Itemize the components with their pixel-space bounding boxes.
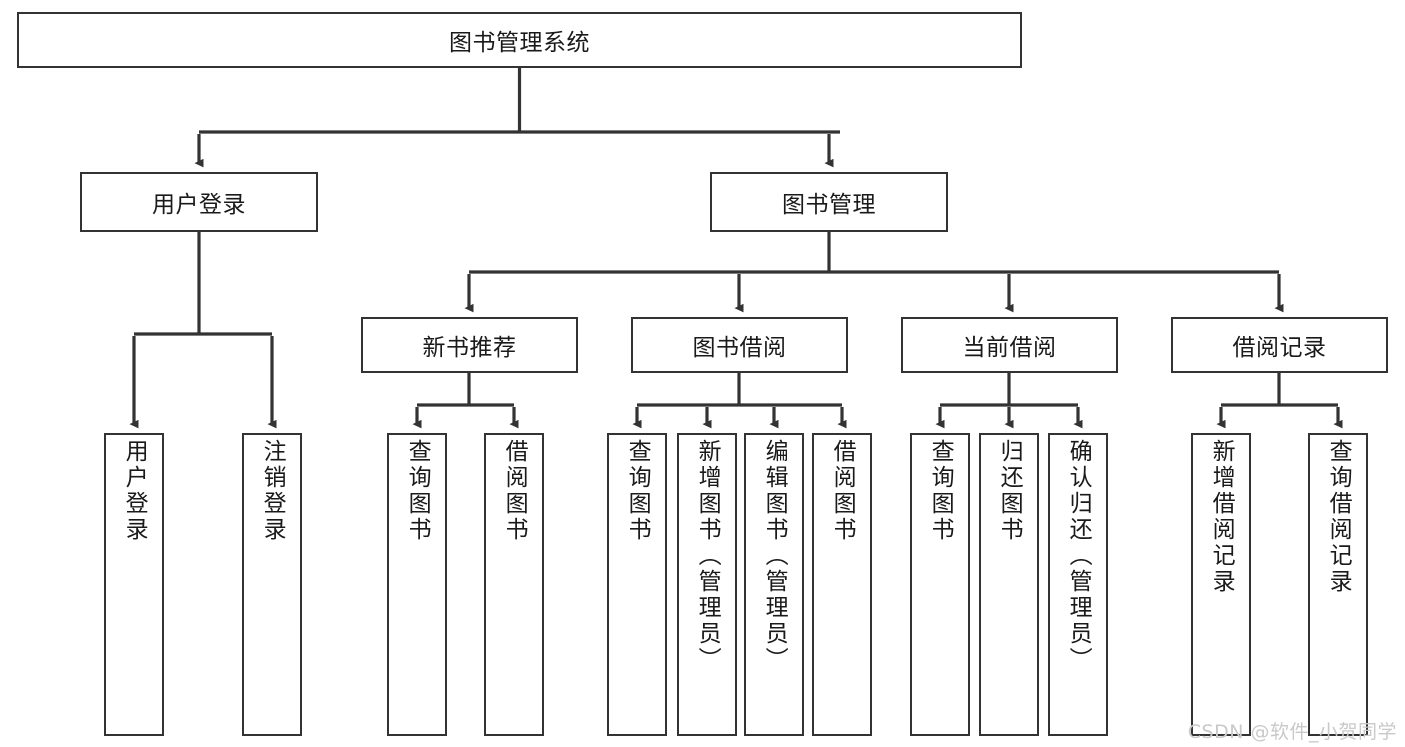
node-label: 用户登录	[152, 192, 246, 218]
node-label: 归还图书	[996, 439, 1023, 543]
node-label: 图书借阅	[692, 335, 787, 361]
node-borrow-record[interactable]: 借阅记录	[1171, 317, 1388, 373]
node-label: 新书推荐	[422, 335, 517, 361]
node-label: 查询图书	[624, 439, 651, 543]
node-label: 新增借阅记录	[1208, 439, 1235, 595]
leaf-edit-book-admin[interactable]: 编辑图书（管理员）	[744, 433, 804, 736]
leaf-borrow-book[interactable]: 借阅图书	[812, 433, 872, 736]
node-label: 图书管理系统	[449, 30, 590, 56]
node-label: 编辑图书（管理员）	[761, 439, 788, 673]
node-new-book-recommend[interactable]: 新书推荐	[361, 317, 578, 373]
node-label: 查询图书	[927, 439, 954, 543]
node-label: 借阅图书	[829, 439, 856, 543]
node-current-borrow[interactable]: 当前借阅	[901, 317, 1118, 373]
node-book-borrow[interactable]: 图书借阅	[631, 317, 848, 373]
node-label: 用户登录	[121, 439, 148, 543]
leaf-query-borrow-record[interactable]: 查询借阅记录	[1308, 433, 1368, 736]
leaf-user-login[interactable]: 用户登录	[104, 433, 164, 736]
leaf-add-book-admin[interactable]: 新增图书（管理员）	[677, 433, 737, 736]
leaf-query-book-current[interactable]: 查询图书	[910, 433, 970, 736]
leaf-add-borrow-record[interactable]: 新增借阅记录	[1191, 433, 1251, 736]
leaf-borrow-book-recommend[interactable]: 借阅图书	[484, 433, 544, 736]
leaf-query-book-recommend[interactable]: 查询图书	[387, 433, 447, 736]
node-label: 确认归还（管理员）	[1065, 439, 1092, 673]
node-label: 当前借阅	[962, 335, 1057, 361]
node-user-login[interactable]: 用户登录	[80, 172, 318, 232]
leaf-return-book[interactable]: 归还图书	[979, 433, 1039, 736]
node-label: 借阅图书	[501, 439, 528, 543]
node-root-library-system[interactable]: 图书管理系统	[17, 12, 1022, 68]
node-label: 新增图书（管理员）	[694, 439, 721, 673]
leaf-confirm-return-admin[interactable]: 确认归还（管理员）	[1048, 433, 1108, 736]
leaf-query-book-borrow[interactable]: 查询图书	[607, 433, 667, 736]
node-label: 查询图书	[404, 439, 431, 543]
node-label: 借阅记录	[1232, 335, 1327, 361]
node-label: 注销登录	[259, 439, 286, 543]
node-book-management[interactable]: 图书管理	[710, 172, 948, 232]
node-label: 查询借阅记录	[1325, 439, 1352, 595]
node-label: 图书管理	[782, 192, 876, 218]
leaf-logout-login[interactable]: 注销登录	[242, 433, 302, 736]
